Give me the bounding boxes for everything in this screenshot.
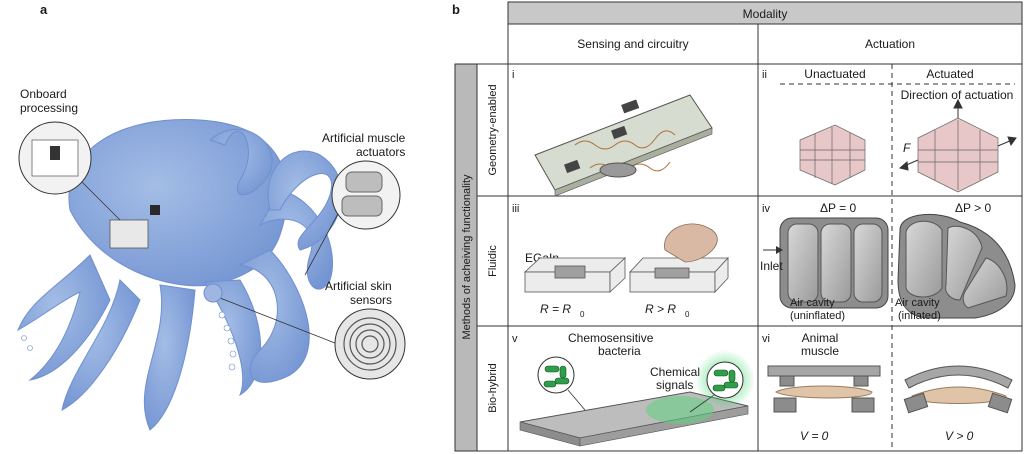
r-equal-label: R = R: [540, 302, 571, 316]
onboard-label-2: processing: [20, 101, 78, 115]
biohybrid-flat-illustration: [767, 365, 881, 413]
panel-a: a: [17, 2, 406, 431]
kirigami-unactuated-illustration: [799, 124, 866, 186]
v-positive-label: V > 0: [945, 429, 974, 443]
sensor-dot-icon: [150, 205, 160, 215]
cell-ii-label: ii: [762, 69, 767, 81]
actuation-col-title: Actuation: [865, 37, 915, 51]
onboard-label-1: Onboard: [20, 87, 67, 101]
unactuated-label: Unactuated: [804, 67, 865, 81]
modality-title: Modality: [743, 7, 788, 21]
cell-v-label: v: [512, 333, 518, 345]
r-equal-sub: 0: [580, 310, 585, 319]
row-geometry-header: [476, 63, 509, 197]
row-label-biohybrid: Bio-hybrid: [487, 363, 499, 413]
muscle-label-2: actuators: [356, 145, 405, 159]
row-label-geometry: Geometry-enabled: [487, 84, 499, 175]
direction-label: Direction of actuation: [901, 88, 1014, 102]
inlet-label: Inlet: [760, 259, 783, 273]
actuation-arrows: [898, 98, 1017, 171]
onboard-callout: Onboard processing: [18, 87, 121, 221]
bacteria-zoom-left: [537, 356, 586, 411]
cell-iii-label: iii: [512, 203, 519, 215]
bacteria-plate-illustration: [519, 391, 749, 447]
inlet-arrow: [763, 246, 783, 254]
cavity-inflated-2: (inflated): [898, 310, 941, 322]
biohybrid-bent-illustration: [903, 365, 1013, 414]
row-fluidic-header: [476, 195, 509, 327]
dp-zero-label: ΔP = 0: [820, 201, 856, 215]
force-label: F: [903, 141, 911, 155]
v-zero-label: V = 0: [800, 429, 829, 443]
cell-iv-label: iv: [762, 203, 770, 215]
row-label-fluidic: Fluidic: [487, 245, 499, 277]
sensing-col-title: Sensing and circuitry: [577, 37, 688, 51]
cavity-inflated-1: Air cavity: [895, 297, 940, 309]
muscle-callout: Artificial muscle actuators: [304, 131, 406, 276]
cavity-uninflated-1: Air cavity: [790, 297, 835, 309]
sensing-col-header: [507, 23, 759, 65]
skin-callout: Artificial skin sensors: [203, 279, 406, 380]
animal-label-1: Animal: [802, 331, 839, 345]
r-greater-sub: 0: [685, 310, 690, 319]
skin-label-1: Artificial skin: [325, 279, 392, 293]
chemical-label-2: signals: [656, 378, 693, 392]
panel-b-letter: b: [452, 2, 460, 17]
panel-a-letter: a: [40, 2, 48, 17]
pneunet-uninflated-illustration: [779, 217, 889, 309]
onboard-chip-icon: [109, 219, 149, 249]
row-biohybrid-header: [476, 325, 509, 452]
r-greater-label: R > R: [645, 302, 676, 316]
chemical-label-1: Chemical: [650, 365, 700, 379]
bacteria-zoom-right: [689, 350, 755, 413]
stretchable-circuit-illustration: [534, 94, 713, 197]
liquid-metal-sensor-illustration: [523, 223, 729, 294]
actuated-label: Actuated: [926, 67, 973, 81]
cell-vi-label: vi: [762, 333, 770, 345]
cavity-uninflated-2: (uninflated): [790, 310, 845, 322]
suckers: [21, 311, 237, 371]
chemo-label-2: bacteria: [598, 344, 641, 358]
chemo-label-1: Chemosensitive: [568, 331, 654, 345]
animal-label-2: muscle: [801, 344, 839, 358]
skin-label-2: sensors: [350, 293, 392, 307]
actuation-col-header: [757, 23, 1023, 65]
pneunet-inflated-illustration: [897, 213, 1016, 319]
dp-positive-label: ΔP > 0: [955, 201, 991, 215]
muscle-label-1: Artificial muscle: [322, 131, 406, 145]
panel-b: b Modality Sensing and circuitry Actuati…: [452, 1, 1023, 452]
side-title: Methods of acheiving functionality: [461, 174, 473, 340]
cell-i-label: i: [512, 69, 514, 81]
